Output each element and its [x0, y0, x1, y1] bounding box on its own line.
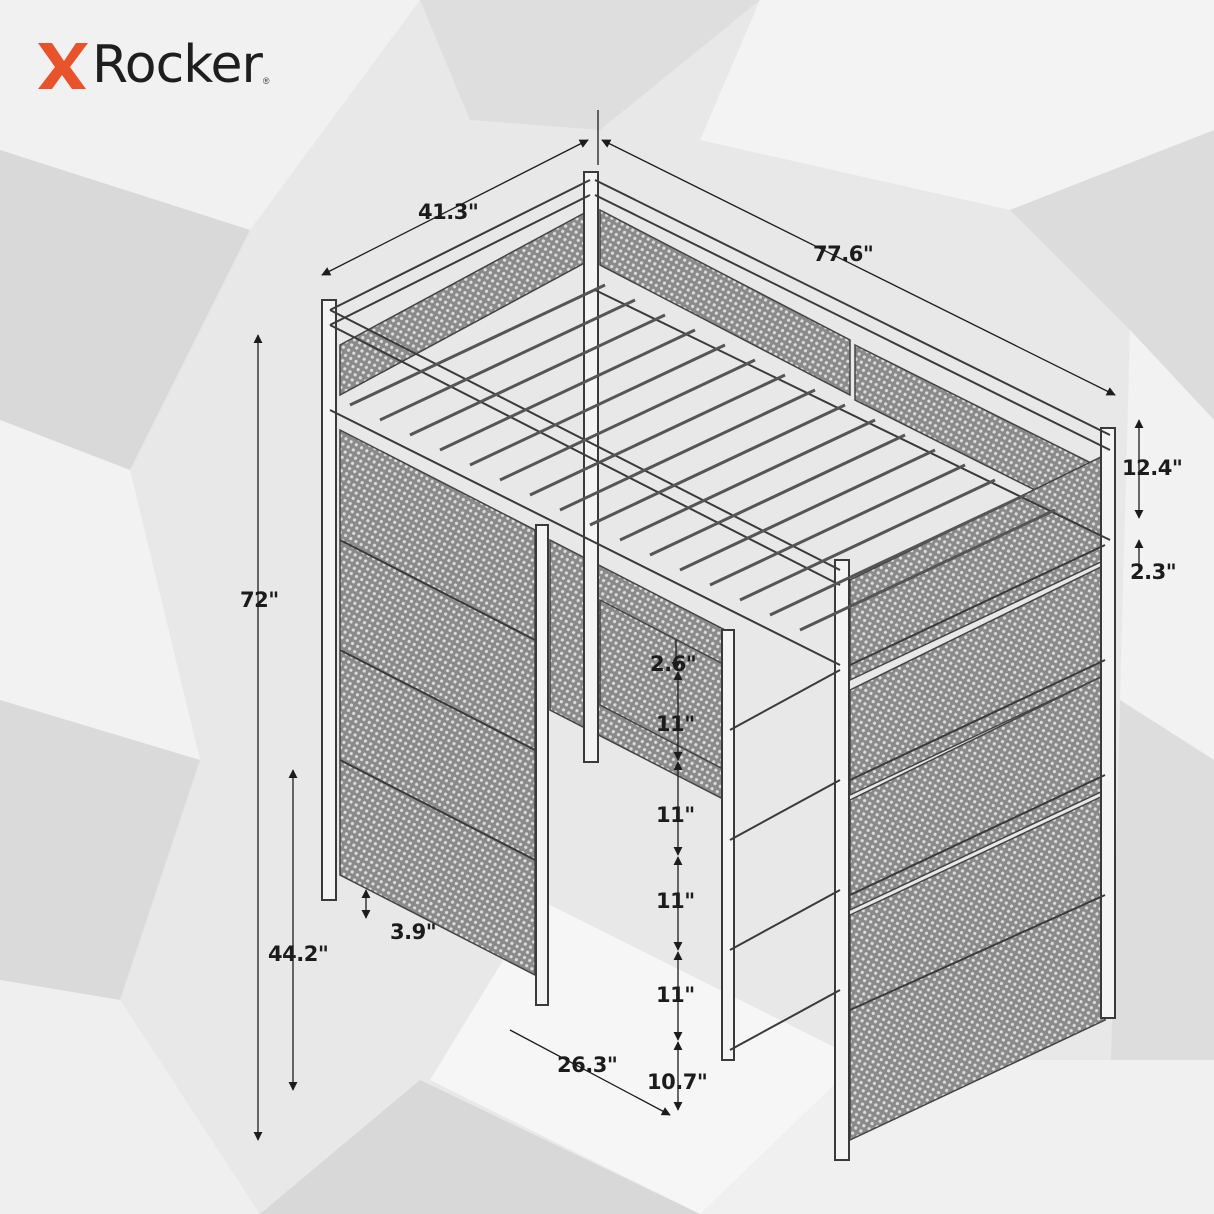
length-label: 77.6" — [813, 242, 874, 266]
rail-gap-label: 2.3" — [1130, 560, 1177, 584]
shelf-spacing-label-1: 11" — [656, 712, 695, 736]
registered-mark: ® — [262, 76, 270, 86]
shelf-spacing-label-3: 11" — [656, 889, 695, 913]
x-mark-icon — [38, 43, 88, 89]
brand-name: Rocker — [92, 35, 263, 95]
guardrail-height-label: 12.4" — [1122, 456, 1183, 480]
shelf-depth-label: 26.3" — [557, 1053, 618, 1077]
under-bed-clearance-label: 44.2" — [268, 942, 329, 966]
dimension-lines — [253, 110, 1144, 1141]
bottom-clearance-label: 10.7" — [647, 1070, 708, 1094]
shelf-spacing-label-4: 11" — [656, 983, 695, 1007]
brand-logo: Rocker ® — [34, 30, 269, 100]
top-shelf-gap-label: 2.6" — [650, 652, 697, 676]
shelf-spacing-label-2: 11" — [656, 803, 695, 827]
width-label: 41.3" — [418, 200, 479, 224]
overall-height-label: 72" — [240, 588, 279, 612]
ground-clearance-label: 3.9" — [390, 920, 437, 944]
bed-frame — [321, 171, 1116, 1161]
